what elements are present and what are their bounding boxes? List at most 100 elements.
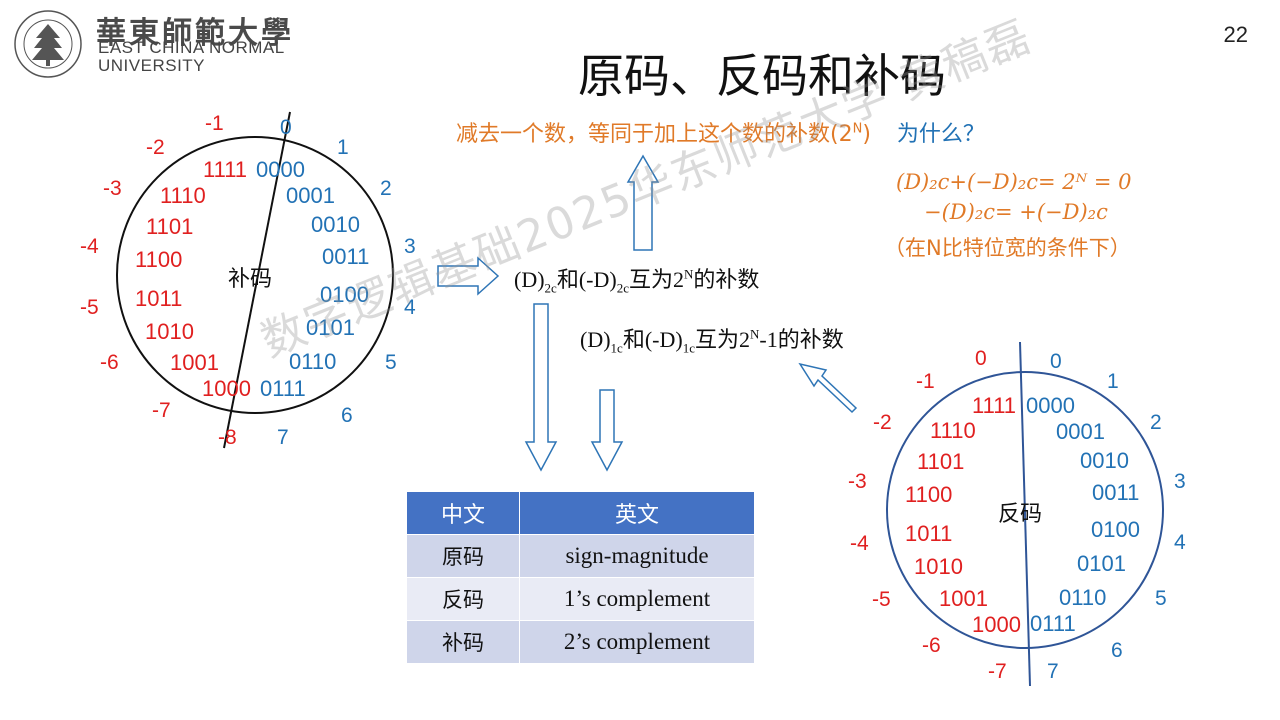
s1-sub2: 2c <box>616 280 629 296</box>
s2-c: 互为2 <box>694 327 750 352</box>
twos-code-neg-3: 1101 <box>146 214 194 239</box>
ones-code-neg-1: 1110 <box>930 418 976 443</box>
ones-num-neg-4: -4 <box>850 532 869 555</box>
table-cell-cn: 补码 <box>406 620 520 664</box>
twos-num-neg-3: -3 <box>103 177 122 200</box>
s2-sub1: 1c <box>610 340 623 356</box>
ones-num-pos-0: 0 <box>1050 350 1062 373</box>
ones-code-pos-1: 0001 <box>1056 419 1105 444</box>
ones-num-pos-6: 6 <box>1111 639 1123 662</box>
s1-sub1: 2c <box>544 280 557 296</box>
subtitle-close: ) <box>862 122 871 147</box>
ones-code-pos-6: 0110 <box>1059 585 1107 610</box>
twos-code-pos-4: 0100 <box>320 282 369 307</box>
table-cell-cn: 原码 <box>406 534 520 578</box>
s2-d: -1的补数 <box>759 327 844 352</box>
table-header-row: 中文 英文 <box>406 491 755 535</box>
subtitle-sup: N <box>852 121 863 137</box>
twos-code-neg-8: 1000 <box>202 376 251 401</box>
ones-wheel-divider <box>1019 341 1031 687</box>
ones-code-pos-4: 0100 <box>1091 517 1140 542</box>
s1-sup: N <box>684 266 694 282</box>
twos-code-pos-3: 0011 <box>322 244 370 269</box>
s2-sub2: 1c <box>682 340 695 356</box>
statement-twos-complement: (D)2c和(-D)2c互为2N的补数 <box>514 262 759 296</box>
ones-code-neg-3: 1100 <box>905 482 953 507</box>
ones-num-neg-6: -6 <box>922 634 941 657</box>
table-row: 原码 sign-magnitude <box>406 534 755 578</box>
twos-wheel-center-label: 补码 <box>228 267 273 292</box>
ones-num-neg-1: -1 <box>916 370 935 393</box>
twos-code-neg-2: 1110 <box>160 183 206 208</box>
equation-note: （在N比特位宽的条件下） <box>884 236 1131 260</box>
table-cell-en: 2’s complement <box>519 620 755 664</box>
subtitle: 减去一个数，等同于加上这个数的补数(2N)为什么？ <box>456 116 985 148</box>
s2-a: (D) <box>580 327 611 352</box>
twos-wheel-circle <box>116 136 394 414</box>
ones-num-neg-5: -5 <box>872 588 891 611</box>
ones-num-neg-0: 0 <box>975 347 987 370</box>
twos-num-pos-2: 2 <box>380 177 392 200</box>
table-cell-cn: 反码 <box>406 577 520 621</box>
subtitle-why: 为什么？ <box>896 122 985 147</box>
ones-num-pos-5: 5 <box>1155 587 1167 610</box>
twos-code-neg-7: 1001 <box>170 350 219 375</box>
twos-num-pos-0: 0 <box>280 116 292 139</box>
table-cell-en: 1’s complement <box>519 577 755 621</box>
equation-2: −(D)₂c= +(−D)₂c <box>924 200 1108 224</box>
twos-num-pos-4: 4 <box>404 296 416 319</box>
twos-code-pos-6: 0110 <box>289 349 337 374</box>
table-row: 补码 2’s complement <box>406 620 755 664</box>
ones-code-pos-3: 0011 <box>1092 480 1140 505</box>
twos-num-neg-6: -6 <box>100 351 119 374</box>
twos-code-neg-6: 1010 <box>145 319 194 344</box>
twos-num-pos-1: 1 <box>337 136 349 159</box>
twos-num-neg-2: -2 <box>146 136 165 159</box>
twos-num-pos-5: 5 <box>385 351 397 374</box>
university-seal-icon <box>14 10 82 78</box>
equation-1: (D)₂c+(−D)₂c= 2ᴺ = 0 <box>896 170 1132 194</box>
twos-num-neg-8: -8 <box>218 426 237 449</box>
s2-sup: N <box>750 326 760 342</box>
ones-wheel-center-label: 反码 <box>998 502 1043 527</box>
ones-code-neg-4: 1011 <box>905 521 953 546</box>
twos-num-pos-3: 3 <box>404 235 416 258</box>
logo-english-name-line2: UNIVERSITY <box>98 56 206 75</box>
s1-d: 的补数 <box>693 267 760 292</box>
twos-code-neg-1: 1111 <box>203 157 248 182</box>
twos-code-pos-2: 0010 <box>311 212 360 237</box>
ones-code-neg-5: 1010 <box>914 554 963 579</box>
ones-num-pos-2: 2 <box>1150 411 1162 434</box>
table-cell-en: sign-magnitude <box>519 534 755 578</box>
twos-wheel-divider <box>223 111 291 449</box>
statement-ones-complement: (D)1c和(-D)1c互为2N-1的补数 <box>580 322 844 356</box>
table-row: 反码 1’s complement <box>406 577 755 621</box>
s1-b: 和(-D) <box>556 267 617 292</box>
ones-num-pos-7: 7 <box>1047 660 1059 683</box>
ones-code-neg-7: 1000 <box>972 612 1021 637</box>
twos-num-neg-7: -7 <box>152 399 171 422</box>
logo-chinese-name: 華東師範大學 <box>96 16 294 51</box>
s1-c: 互为2 <box>628 267 684 292</box>
twos-num-pos-6: 6 <box>341 404 353 427</box>
ones-code-pos-5: 0101 <box>1077 551 1126 576</box>
twos-code-pos-5: 0101 <box>306 315 355 340</box>
ones-num-pos-3: 3 <box>1174 470 1186 493</box>
twos-num-neg-4: -4 <box>80 235 99 258</box>
page-number: 22 <box>1223 22 1248 47</box>
s1-a: (D) <box>514 267 545 292</box>
slide-title: 原码、反码和补码 <box>578 49 946 103</box>
ones-num-pos-4: 4 <box>1174 531 1186 554</box>
ones-code-neg-6: 1001 <box>939 586 988 611</box>
ones-code-pos-2: 0010 <box>1080 448 1129 473</box>
ones-code-pos-7: 0111 <box>1030 611 1076 636</box>
twos-code-pos-7: 0111 <box>260 376 306 401</box>
ones-wheel-circle <box>886 371 1164 649</box>
table-header-cn: 中文 <box>406 491 520 535</box>
ones-num-neg-3: -3 <box>848 470 867 493</box>
ones-code-neg-0: 1111 <box>972 393 1017 418</box>
twos-code-neg-5: 1011 <box>135 286 183 311</box>
logo-english-name-line1: EAST CHINA NORMAL <box>98 38 285 57</box>
